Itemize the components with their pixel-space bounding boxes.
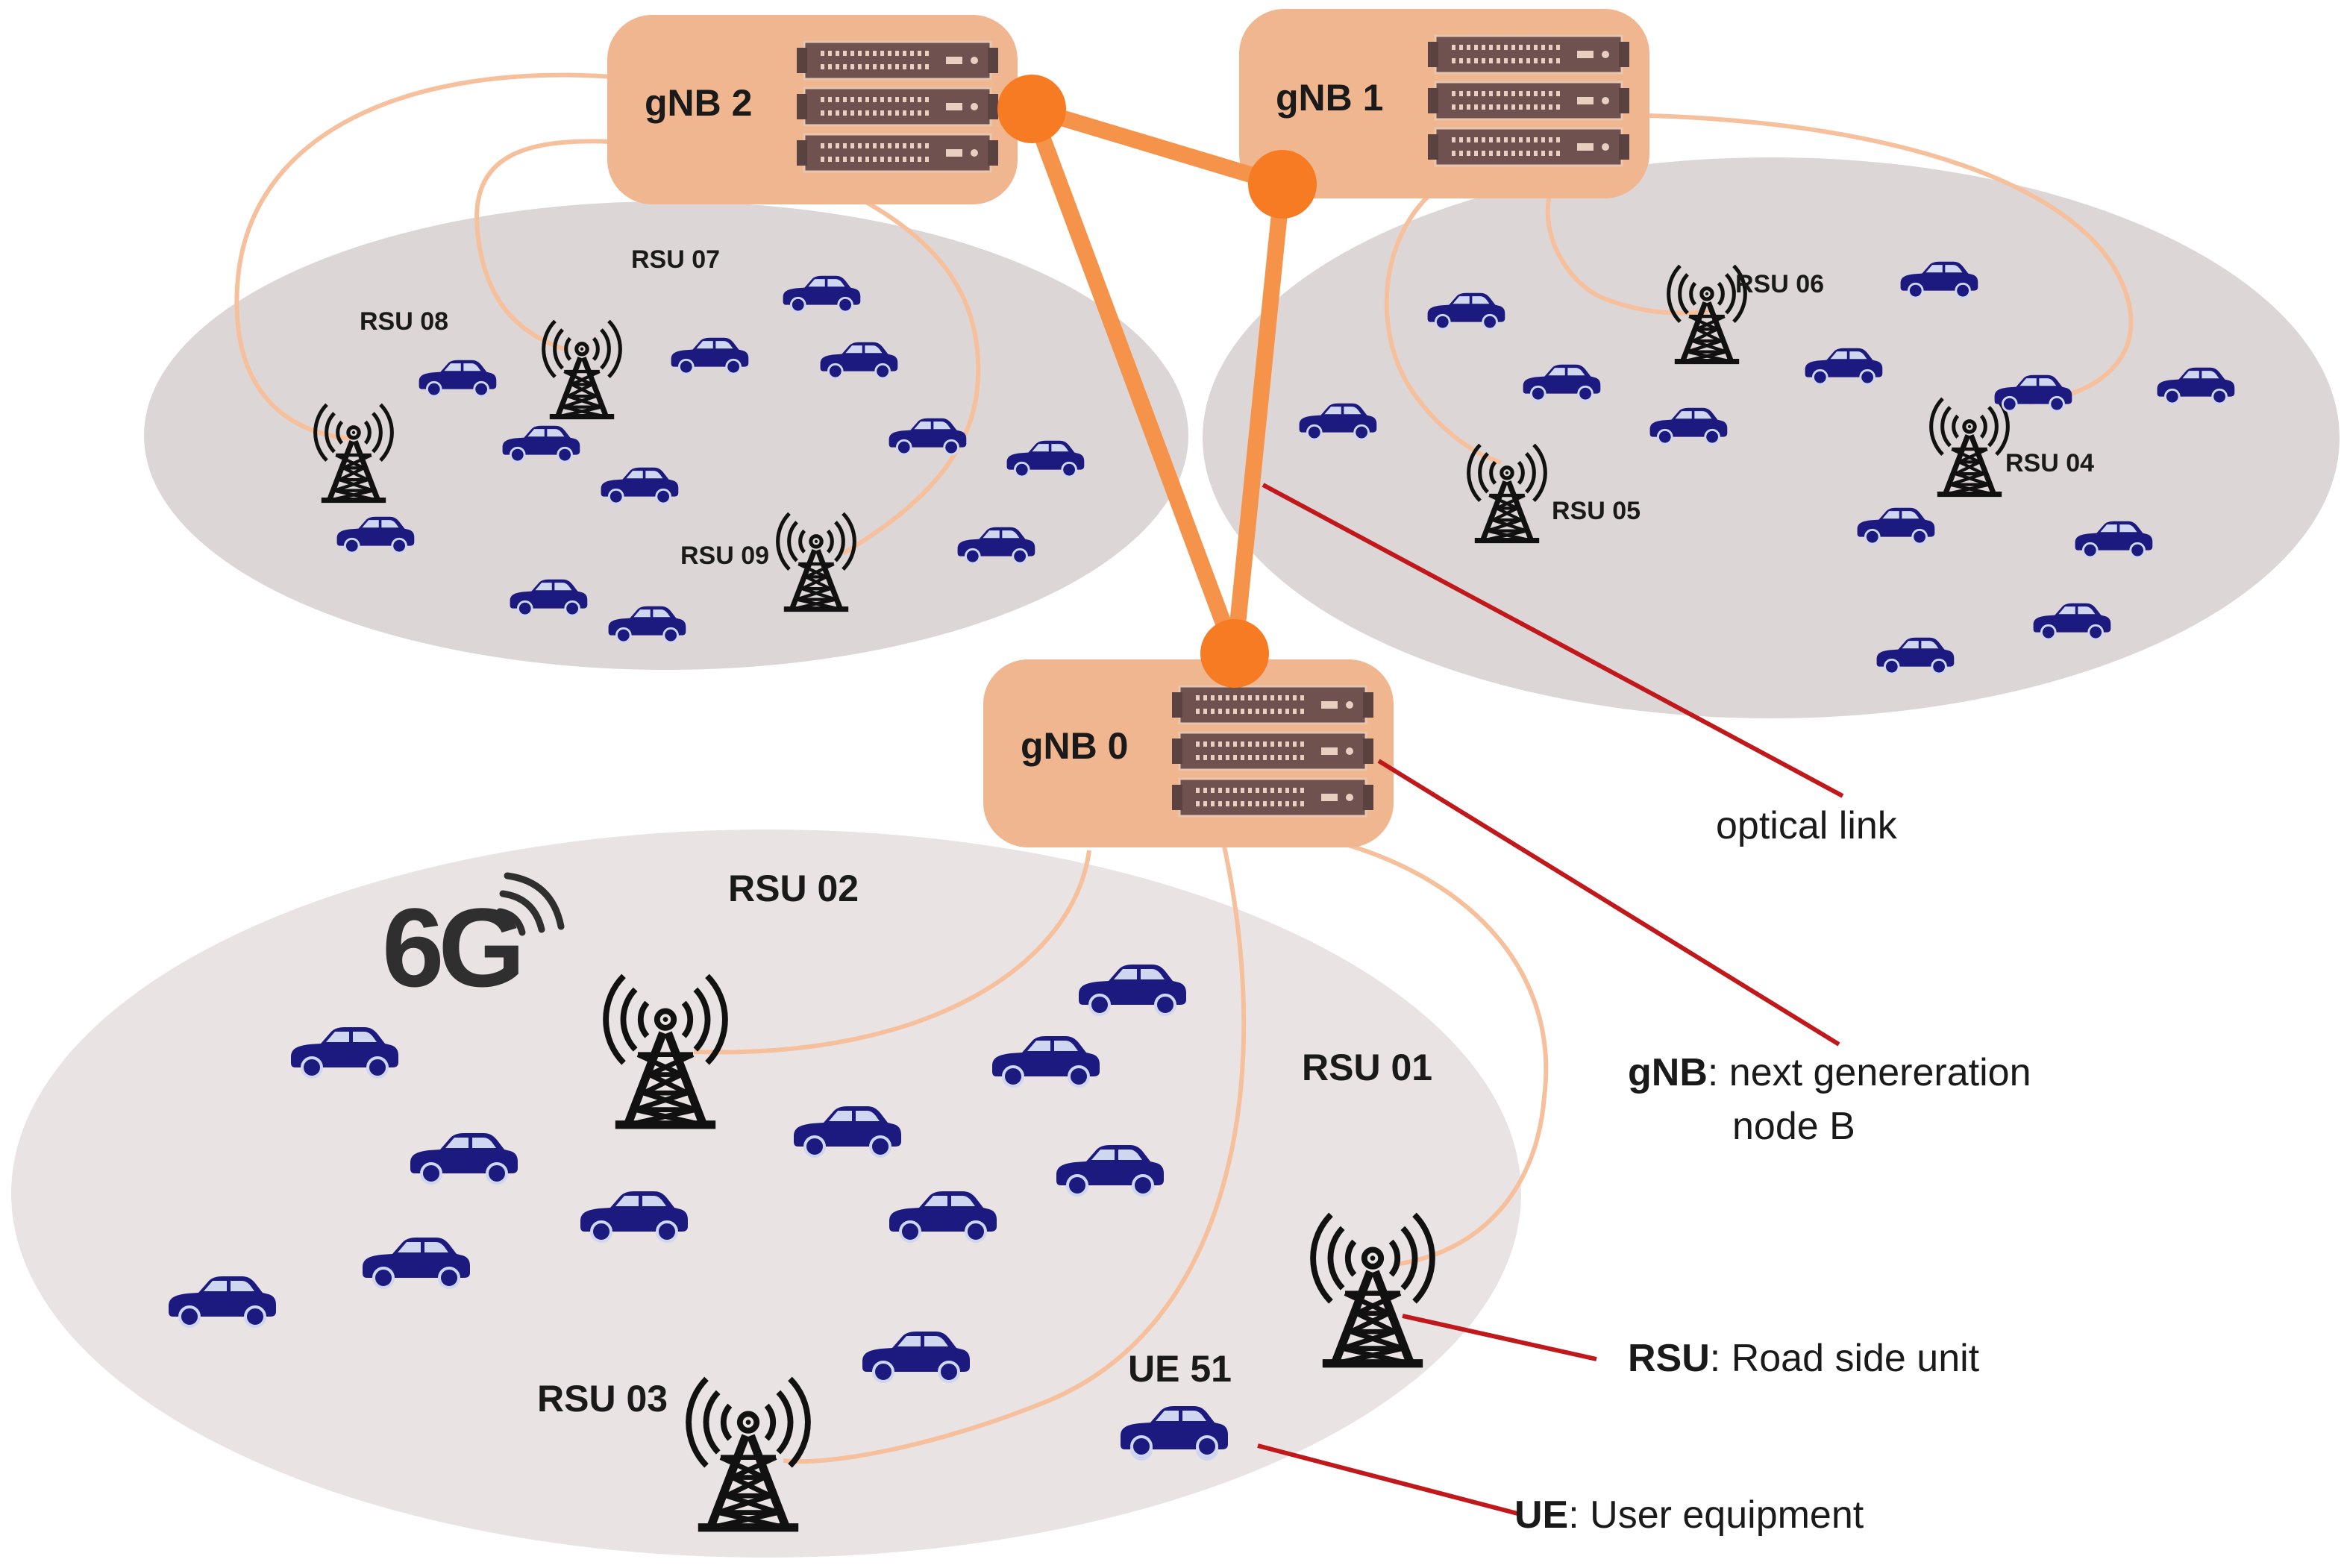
rsu09-label: RSU 09 (680, 542, 769, 570)
optical-junction-icon-gnb2 (997, 75, 1066, 143)
coverage-zone-gnb2 (144, 201, 1188, 670)
wire-gnb0-rsu01 (1335, 839, 1549, 1267)
legend-optical-text: optical link (1716, 804, 1898, 847)
legend-callouts (1257, 483, 1844, 1517)
optical-link-gnb2-gnb1 (1024, 101, 1291, 192)
gnb2-label: gNB 2 (645, 82, 752, 124)
6g-logo: 6G (382, 872, 565, 1010)
legend-gnb-line2: node B (1732, 1105, 1855, 1148)
legend-rsu-term: RSU (1628, 1337, 1710, 1380)
rsu03-label: RSU 03 (537, 1378, 668, 1420)
legend-optical-link: optical link (1716, 804, 1898, 847)
coverage-zone-gnb1 (1203, 157, 2340, 718)
wire-gnb2-rsu08 (234, 72, 612, 441)
legend-gnb-line1: gNB: next genereration (1628, 1051, 2031, 1094)
wire-gnb1-rsu05 (1384, 190, 1502, 465)
rsu04-label: RSU 04 (2005, 449, 2094, 477)
legend-gnb-term: gNB (1628, 1051, 1708, 1094)
rsu-wired-links (234, 72, 2134, 1464)
legend-gnb-desc-2: node B (1732, 1105, 1855, 1148)
optical-junction-icon-gnb0 (1200, 619, 1269, 688)
legend-rsu-desc: : Road side unit (1710, 1337, 1980, 1380)
rsu01-label: RSU 01 (1302, 1047, 1432, 1088)
callout-ue (1257, 1443, 1521, 1517)
server-rack-icon-gnb1 (1428, 36, 1629, 166)
wire-gnb0-rsu03 (783, 842, 1247, 1464)
callout-optical (1262, 483, 1844, 798)
legend-ue-desc: : User equipment (1568, 1493, 1864, 1537)
server-rack-icon-gnb2 (797, 42, 998, 172)
wire-gnb2-rsu07 (474, 139, 612, 353)
gnb0-label: gNB 0 (1021, 725, 1128, 767)
legend-ue: UE: User equipment (1514, 1493, 1864, 1537)
legend-rsu: RSU: Road side unit (1628, 1337, 1980, 1380)
wire-gnb1-rsu04 (1648, 113, 2134, 405)
legend-ue-term: UE (1514, 1493, 1568, 1537)
optical-junction-icon-gnb1 (1248, 150, 1317, 219)
rsu06-label: RSU 06 (1735, 270, 1824, 298)
signal-waves-icon (496, 872, 565, 936)
wire-gnb1-rsu06 (1545, 186, 1709, 316)
ue51-label: UE 51 (1128, 1348, 1232, 1390)
wire-gnb2-rsu09 (834, 184, 981, 556)
rsu07-label: RSU 07 (631, 245, 720, 274)
legend-gnb-desc-1: : next genereration (1708, 1051, 2031, 1094)
callout-rsu (1402, 1314, 1597, 1361)
rsu02-label: RSU 02 (728, 868, 859, 909)
coverage-zone-gnb0 (11, 830, 1521, 1558)
server-rack-icon-gnb0 (1172, 686, 1373, 816)
optical-link-gnb2-gnb0 (1024, 101, 1243, 662)
callout-gnb (1377, 759, 1840, 1047)
6g-logo-text: 6G (382, 885, 519, 1010)
gnb1-label: gNB 1 (1276, 77, 1383, 119)
optical-link-gnb1-gnb0 (1226, 176, 1291, 662)
rsu05-label: RSU 05 (1552, 497, 1641, 525)
rsu08-label: RSU 08 (360, 307, 448, 336)
optical-links (1024, 101, 1291, 662)
wire-gnb0-rsu02 (693, 850, 1091, 1055)
